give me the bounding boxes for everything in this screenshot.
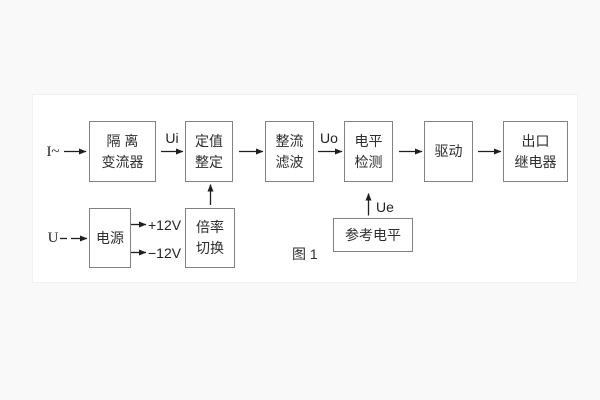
label-uo: Uo: [320, 130, 338, 146]
figure-caption: 图 1: [292, 246, 318, 262]
block-label: 电源: [96, 229, 124, 246]
block-label: 整定: [195, 153, 223, 170]
block-label: 变流器: [101, 153, 144, 170]
label-input-voltage: U: [47, 230, 59, 246]
block-label: 继电器: [514, 153, 557, 170]
block-label: 出口: [521, 132, 550, 149]
block-label: 整流: [275, 132, 304, 149]
label-input-current: I~: [46, 144, 60, 160]
block-setting-adjust: 定值 整定: [185, 121, 233, 182]
block-ratio-switch: 倍率 切换: [185, 208, 235, 268]
block-label: 切换: [196, 240, 224, 256]
block-label: 定值: [195, 132, 223, 149]
block-label: 倍率: [196, 219, 224, 235]
block-level-detect: 电平 检测: [344, 121, 393, 182]
block-reference-level: 参考电平: [333, 218, 413, 252]
block-drive: 驱动: [424, 121, 473, 182]
label-ui: Ui: [165, 130, 179, 146]
block-label: 隔 离: [106, 132, 139, 149]
block-label: 滤波: [275, 153, 304, 170]
block-power-supply: 电源: [89, 208, 131, 268]
block-isolation-transformer: 隔 离 变流器: [89, 121, 156, 182]
block-label: 参考电平: [345, 226, 401, 243]
label-plus-12v: +12V: [148, 217, 182, 233]
label-ue: Ue: [376, 199, 394, 215]
label-minus-12v: −12V: [148, 245, 182, 261]
block-output-relay: 出口 继电器: [503, 121, 568, 182]
block-label: 检测: [354, 153, 383, 170]
block-label: 驱动: [434, 143, 463, 159]
block-rectifier-filter: 整流 滤波: [265, 121, 314, 182]
block-label: 电平: [354, 132, 383, 149]
